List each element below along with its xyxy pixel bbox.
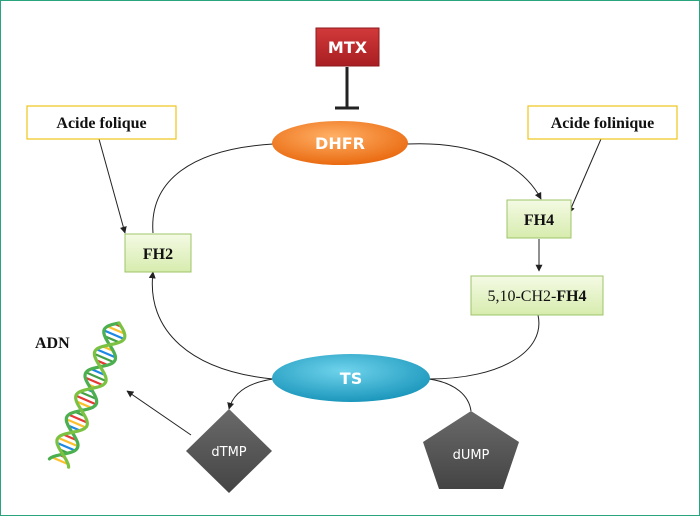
- arc-dhfr-to-fh4: [407, 144, 541, 199]
- fh2-label: FH2: [143, 246, 173, 263]
- fh4-box: FH4: [507, 200, 571, 238]
- methylene-fh4-prefix: 5,10-CH2-: [487, 288, 556, 305]
- dhfr-label: DHFR: [315, 134, 365, 153]
- ts-enzyme: TS: [272, 354, 430, 402]
- ts-label: TS: [340, 369, 362, 388]
- fh2-box: FH2: [125, 234, 191, 272]
- folic-acid-box: Acide folique: [27, 106, 176, 139]
- methylene-fh4-box: 5,10-CH2-FH4: [471, 276, 603, 315]
- arc-ts-to-dtmp: [229, 379, 273, 409]
- arc-dump-to-ts: [429, 379, 471, 411]
- arrow-dtmp-to-dna: [127, 391, 191, 435]
- arc-ts-to-fh2: [152, 272, 273, 379]
- dtmp-node: dTMP: [186, 409, 272, 493]
- arc-fh2-to-dhfr: [153, 144, 273, 233]
- folic-acid-label: Acide folique: [56, 115, 146, 132]
- dhfr-enzyme: DHFR: [272, 121, 408, 165]
- dump-node: dUMP: [423, 411, 519, 489]
- dna-label: ADN: [35, 335, 70, 352]
- folinic-acid-label: Acide folinique: [551, 115, 655, 132]
- folinic-acid-box: Acide folinique: [528, 106, 677, 139]
- mtx-label: MTX: [328, 38, 368, 57]
- arc-methylene-to-ts: [429, 315, 539, 379]
- dtmp-label: dTMP: [211, 445, 246, 460]
- methylene-fh4-label: 5,10-CH2-FH4: [487, 288, 586, 305]
- methylene-fh4-bold: FH4: [556, 288, 586, 305]
- arrow-folic-to-fh2: [99, 139, 125, 233]
- dump-label: dUMP: [453, 448, 490, 463]
- fh4-label: FH4: [524, 212, 554, 229]
- arrow-folinic-to-fh4: [569, 139, 601, 213]
- mtx-box: MTX: [316, 28, 379, 66]
